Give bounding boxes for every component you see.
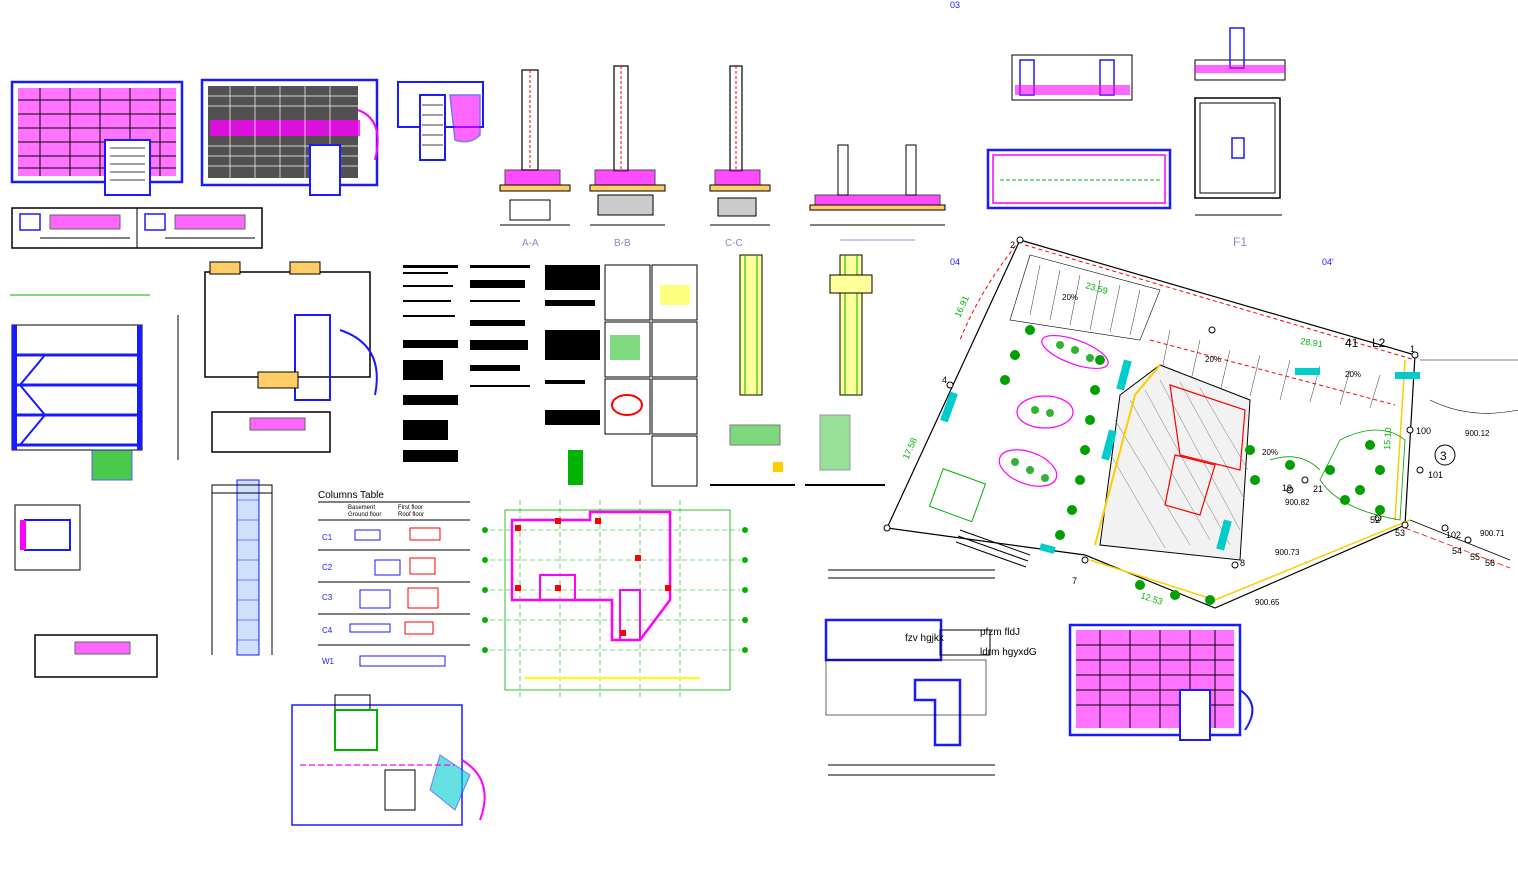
point-4: 4 (942, 375, 947, 385)
point-19: 19 (1282, 483, 1292, 493)
point-53: 53 (1395, 528, 1405, 538)
point-102: 102 (1446, 530, 1461, 540)
column-elevations (710, 254, 885, 486)
header-first-floor: First floor (398, 505, 423, 511)
building-section (10, 294, 179, 481)
first-floor-plan (291, 694, 486, 826)
annex-plan: fzv hgjkx pfzm fldJ ldrm hgyxdG (824, 569, 1037, 776)
point-52: 52 (1370, 515, 1380, 525)
section-a-label: A-A (522, 238, 539, 249)
point-21: 21 (1313, 484, 1323, 494)
footing-f1-label: F1 (1233, 235, 1247, 249)
dim-5: 17.58 (901, 436, 919, 461)
section-c-c: C-C (709, 65, 771, 249)
room-label-3: ldrm hgyxdG (980, 647, 1037, 658)
row-w1: W1 (322, 657, 335, 666)
columns-table: Columns Table Basement Ground floor Firs… (318, 490, 470, 667)
point-41: 41 (1345, 336, 1359, 350)
row-c2: C2 (322, 563, 333, 572)
point-54: 54 (1452, 546, 1462, 556)
slope-2: 20% (1205, 355, 1221, 364)
section-c-label: C-C (725, 238, 743, 249)
beam-detail (14, 504, 158, 678)
sheet-number-04: 04 (950, 257, 960, 267)
dim-4: 28.91 (1300, 336, 1324, 349)
site-plan: 3 2 1 4 7 8 19 21 41 L2 52 53 54 55 56 1… (883, 236, 1518, 609)
slope-1: 20% (1062, 293, 1078, 302)
dim-2: 16.91 (953, 294, 971, 319)
header-basement: Basement (348, 505, 375, 511)
level-4: 900.73 (1275, 548, 1300, 557)
slab-plan-2 (200, 78, 379, 196)
point-55: 55 (1470, 552, 1480, 562)
footing-sections: F1 (986, 27, 1286, 249)
level-2: 900.71 (1480, 529, 1505, 538)
ground-floor-plan (204, 261, 378, 453)
long-column-elevation (211, 479, 273, 656)
general-notes (403, 265, 600, 485)
sheet-number-03: 03 (950, 0, 960, 10)
point-2: 2 (1010, 240, 1015, 250)
point-1: 1 (1410, 344, 1415, 354)
slab-plan-3 (1068, 623, 1254, 741)
dim-6: 15.10 (1382, 427, 1393, 450)
slope-4: 20% (1262, 448, 1278, 457)
section-b-b: B-B (589, 65, 666, 249)
section-a-a: A-A (499, 69, 571, 249)
section-b-label: B-B (614, 238, 631, 249)
dim-1: 23.59 (1084, 280, 1108, 296)
level-5: 900.65 (1255, 598, 1280, 607)
site-circle-label: 3 (1440, 449, 1447, 463)
columns-table-title: Columns Table (318, 490, 384, 501)
header-ground-floor: Ground floor (348, 512, 381, 518)
point-l2: L2 (1372, 336, 1386, 350)
detail-boxes (604, 264, 698, 487)
point-100: 100 (1416, 426, 1431, 436)
row-c1: C1 (322, 533, 333, 542)
row-c3: C3 (322, 593, 333, 602)
point-7: 7 (1072, 576, 1077, 586)
column-layout-plan (482, 500, 748, 700)
row-c4: C4 (322, 626, 333, 635)
point-56: 56 (1485, 558, 1495, 568)
level-1: 900.12 (1465, 429, 1490, 438)
raft-section (809, 144, 946, 241)
point-8: 8 (1240, 558, 1245, 568)
level-3: 900.82 (1285, 498, 1310, 507)
sheet-number-04-prime: 04' (1322, 257, 1334, 267)
dim-3: 12.53 (1139, 590, 1164, 606)
point-101: 101 (1428, 470, 1443, 480)
room-label-2: pfzm fldJ (980, 627, 1020, 638)
slope-3: 20% (1345, 370, 1361, 379)
stair-plan (397, 81, 484, 161)
room-label-1: fzv hgjkx (905, 633, 944, 644)
header-roof-floor: Roof floor (398, 512, 424, 518)
slab-plan-1 (10, 80, 263, 249)
